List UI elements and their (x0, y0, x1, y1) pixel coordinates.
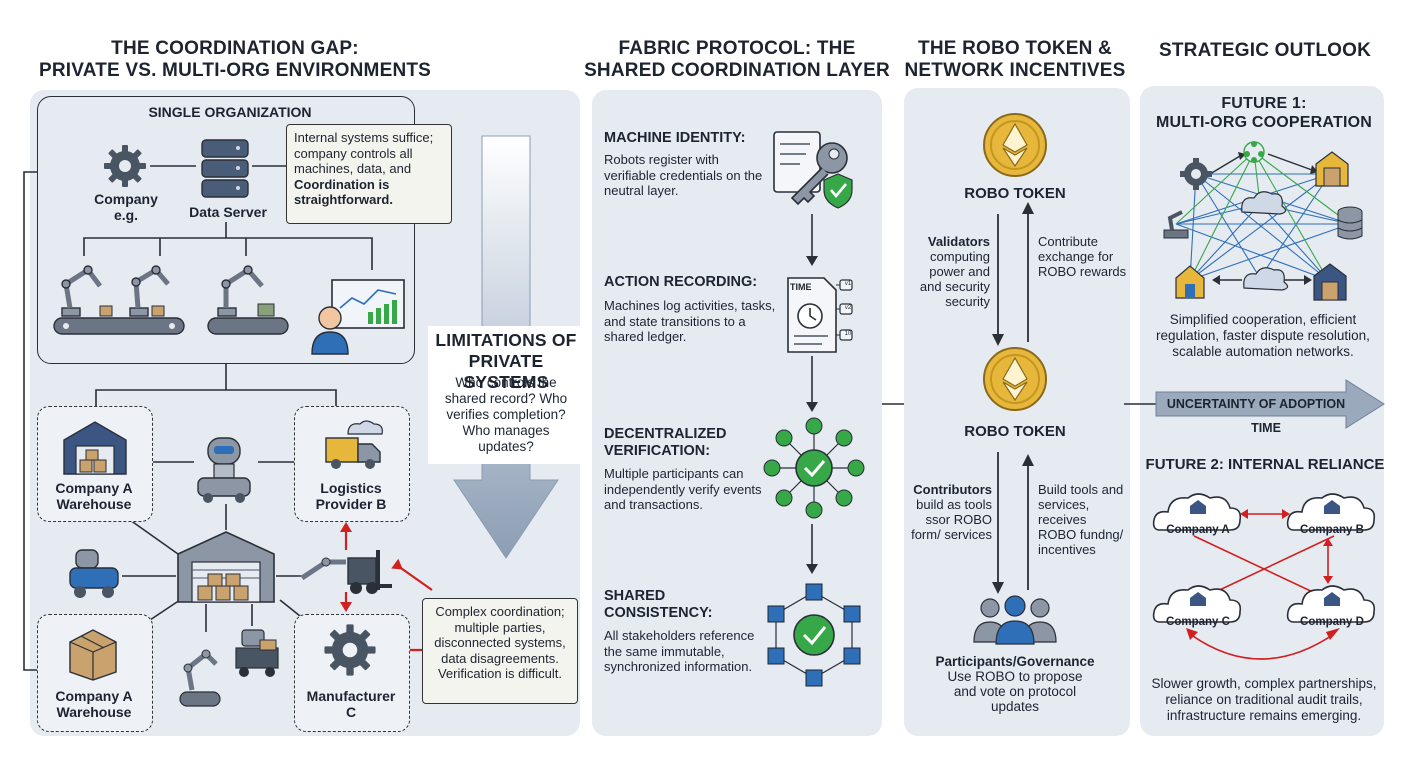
future2-title: FUTURE 2: INTERNAL RELIANCE (1145, 456, 1385, 473)
robo-coin-top-icon (983, 113, 1047, 177)
cloud-company-d-label: Company D (1300, 616, 1364, 628)
logistics-provider-label: Logistics Provider B (315, 480, 387, 512)
ledger-tag-1: v1 (844, 281, 852, 287)
consistency-blocks-icon (767, 583, 861, 687)
uncertainty-label: UNCERTAINTY OF ADOPTION (1166, 397, 1346, 411)
cloud-company-b-label: Company B (1300, 524, 1364, 536)
small-robot-arm-icon (179, 649, 221, 707)
cloud-company-a-label: Company A (1166, 524, 1230, 536)
action-recording-body: Machines log activities, tasks, and stat… (604, 298, 776, 344)
truck-cloud-icon (325, 420, 383, 469)
single-org-label: SINGLE ORGANIZATION (148, 104, 312, 120)
cloud-company-c-label: Company C (1166, 616, 1230, 628)
machine-identity-heading: MACHINE IDENTITY: (604, 130, 746, 146)
ledger-document-icon (787, 277, 853, 353)
decentralized-verification-heading: DECENTRALIZED VERIFICATION: (604, 426, 727, 459)
robo-token-mid-label: ROBO TOKEN (964, 423, 1066, 440)
database-server-icon (201, 139, 249, 198)
service-robot-icon (197, 437, 251, 503)
gear-icon (104, 145, 146, 187)
limitations-text-bg (428, 326, 584, 464)
strategic-outlook-title: STRATEGIC OUTLOOK (1158, 40, 1372, 61)
machine-identity-body: Robots register with verifiable credenti… (604, 152, 763, 198)
time-label: TIME (1251, 421, 1281, 435)
multi-org-note: Complex coordination; multiple parties, … (422, 598, 578, 704)
mobile-cart-robot-icon (235, 629, 279, 677)
single-org-note: Internal systems suffice; company contro… (286, 124, 452, 224)
verification-network-icon (763, 417, 865, 519)
robo-coin-mid-icon (983, 347, 1047, 411)
robot-arm-conveyor-icon (53, 265, 185, 335)
credential-key-icon (773, 131, 853, 209)
operator-dashboard-icon (311, 279, 405, 355)
company-a-warehouse-top-label: Company A Warehouse (55, 480, 133, 512)
ledger-tag-2: v2 (844, 305, 852, 311)
forklift-icon (300, 550, 392, 594)
future2-body: Slower growth, complex partnerships, rel… (1151, 676, 1377, 723)
warehouse-icon (63, 421, 127, 475)
internal-reliance-clouds (1152, 493, 1376, 660)
central-warehouse-icon (177, 531, 275, 603)
validators-text: Validators computing power and and secur… (919, 234, 990, 309)
coordination-gap-title: THE COORDINATION GAP:PRIVATE VS. MULTI-O… (38, 38, 432, 81)
data-server-label: Data Server (189, 204, 267, 220)
shared-consistency-body: All stakeholders reference the same immu… (604, 628, 755, 674)
package-box-icon (69, 629, 117, 681)
company-a-warehouse-bottom-label: Company A Warehouse (55, 688, 133, 720)
manufacturer-label: Manufacturer C (306, 688, 396, 720)
future1-body: Simplified cooperation, efficient regula… (1156, 312, 1370, 359)
robo-token-title: THE ROBO TOKEN &NETWORK INCENTIVES (904, 38, 1126, 81)
build-tools-text: Build tools and services, receives ROBO … (1038, 482, 1124, 557)
action-recording-heading: ACTION RECORDING: (604, 274, 758, 290)
single-org-box (37, 96, 415, 364)
contribute-text: Contribute exchange for ROBO rewards (1038, 234, 1127, 279)
participants-group-icon (973, 595, 1057, 645)
participants-text: Participants/Governance Use ROBO to prop… (935, 654, 1095, 714)
uncertainty-arrow (1124, 379, 1385, 429)
robo-token-top-label: ROBO TOKEN (964, 185, 1066, 202)
robot-arm-single-icon (207, 265, 289, 335)
ledger-time-label: TIME (790, 282, 812, 292)
decentralized-verification-body: Multiple participants can independently … (604, 466, 762, 512)
agv-robot-icon (69, 549, 119, 598)
manufacturer-gear-icon (324, 624, 376, 676)
contributors-text: Contributors build as tools ssor ROBO fo… (911, 482, 992, 542)
limitations-body: Who controls the shared record? Who veri… (444, 375, 568, 454)
ledger-tag-3: 10 (844, 331, 852, 337)
future1-title: FUTURE 1:MULTI-ORG COOPERATION (1155, 95, 1373, 131)
shared-consistency-heading: SHARED CONSISTENCY: (604, 588, 713, 621)
multi-org-network-graph (1163, 141, 1363, 301)
